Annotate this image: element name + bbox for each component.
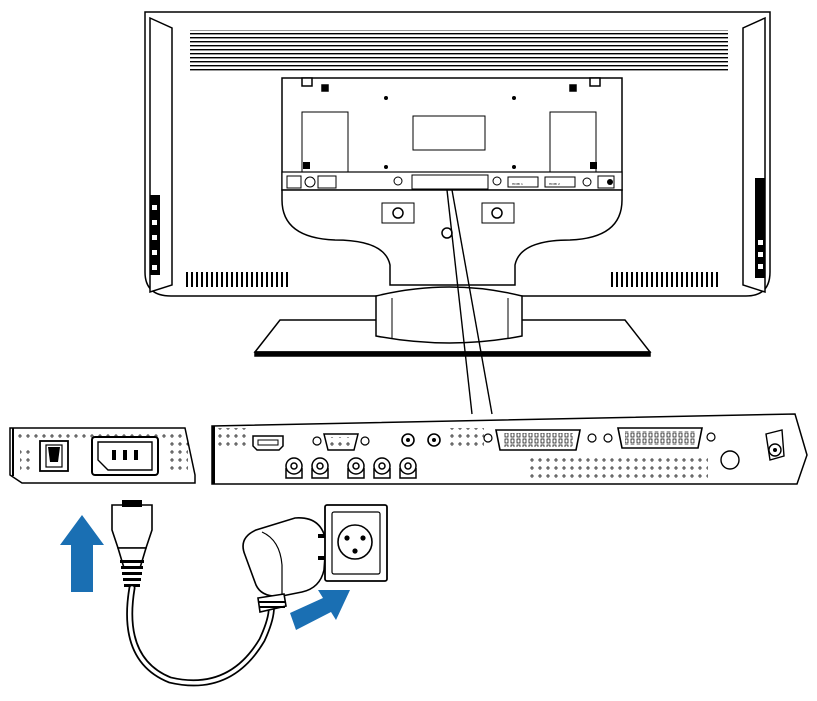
detail-leader-lines <box>446 189 493 415</box>
rca-jacks <box>285 457 417 479</box>
wall-socket <box>324 504 388 582</box>
power-switch-panel <box>9 427 196 484</box>
hdmi-2-label: HDMI 2 <box>549 182 560 186</box>
monitor-rear-view <box>144 11 771 297</box>
right-grip <box>755 178 765 278</box>
right-grip-slots <box>758 240 763 269</box>
stand <box>253 286 652 357</box>
center-label <box>412 115 486 151</box>
bottom-vent-right <box>610 272 718 287</box>
connector-panel <box>211 413 808 485</box>
power-cord-connector <box>111 500 153 587</box>
rear-plate <box>281 77 623 191</box>
insert-arrow <box>290 590 350 630</box>
wall-plug <box>242 517 330 613</box>
hdmi-1-label: HDMI 1 <box>512 182 523 186</box>
up-arrow <box>60 515 104 592</box>
bottom-vent-left <box>186 272 288 287</box>
left-grip-slots <box>152 205 157 270</box>
top-vent <box>190 30 728 72</box>
